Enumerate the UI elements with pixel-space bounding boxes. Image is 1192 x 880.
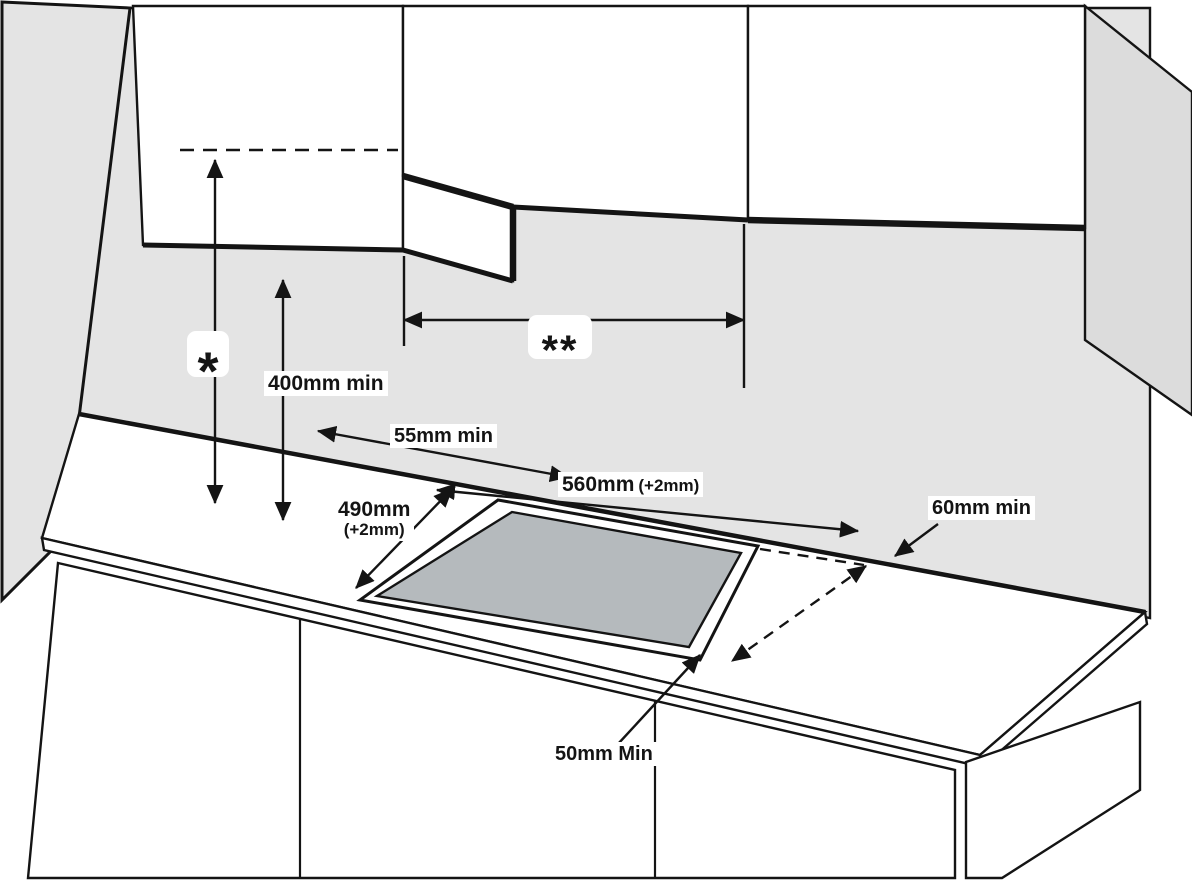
dim-arrow-560mm — [435, 483, 860, 538]
hood-recess-top-edge — [402, 172, 514, 211]
label-side-clearance: 60mm min — [928, 496, 1035, 520]
dim-arrow-55mm — [316, 425, 570, 483]
base-cabinet-end-panel — [964, 700, 1142, 880]
star-marker: * — [197, 341, 219, 402]
star-marker-badge: * — [187, 331, 229, 401]
cabinet-bottom-edge-middle — [512, 204, 749, 223]
upper-cabinet-right — [746, 4, 1087, 230]
cabinet-bottom-edge-left — [142, 242, 404, 253]
cutout-width-value: 560mm — [562, 473, 635, 496]
double-star-marker: ** — [541, 326, 579, 374]
cutout-depth-value: 490mm — [338, 498, 411, 521]
label-rear-clearance: 55mm min — [390, 424, 497, 448]
dim-arrow-60mm — [894, 523, 939, 557]
cutout-depth-tolerance: (+2mm) — [343, 520, 405, 540]
hood-recess-bottom-edge — [402, 247, 514, 284]
dim-arrow-depth-dashed — [731, 565, 867, 662]
label-hood-height: 400mm min — [264, 371, 388, 397]
cabinet-bottom-edge-right — [747, 216, 1086, 232]
upper-cabinet-left — [131, 4, 405, 252]
label-cutout-depth: 490mm (+2mm) — [334, 497, 415, 541]
label-front-clearance: 50mm Min — [551, 742, 657, 766]
dim-arrow-50mm — [617, 654, 701, 745]
cutout-width-tolerance: (+2mm) — [638, 476, 700, 495]
label-cutout-width: 560mm (+2mm) — [558, 472, 704, 498]
double-star-marker-badge: ** — [528, 315, 592, 373]
